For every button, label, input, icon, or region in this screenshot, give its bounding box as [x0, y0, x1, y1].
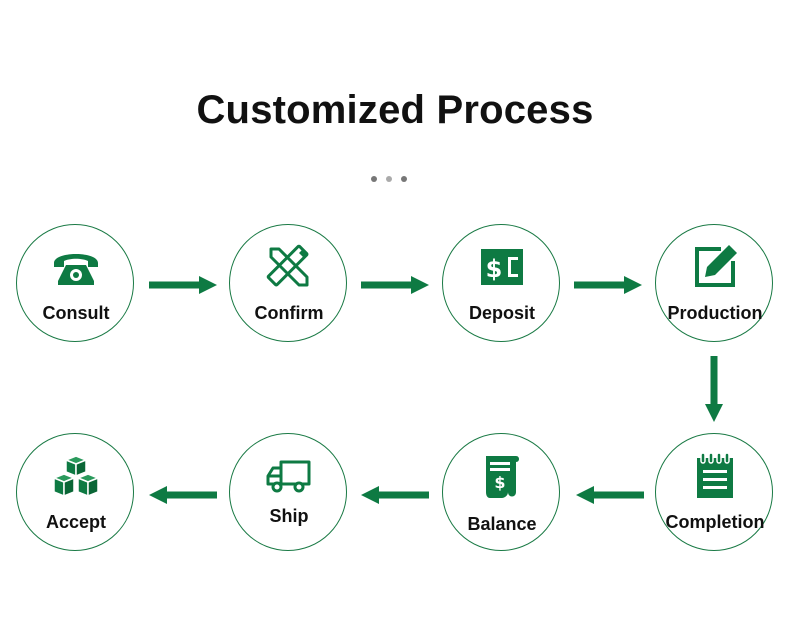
svg-text:$: $ [486, 255, 503, 283]
receipt-icon: $ [486, 456, 519, 498]
step-ship: Ship [229, 433, 347, 551]
step-label: Balance [467, 514, 537, 534]
step-confirm: Confirm [229, 224, 347, 342]
dot-3 [401, 176, 407, 182]
step-label: Ship [269, 506, 309, 526]
pencil-ruler-icon [266, 244, 309, 287]
boxes-icon [53, 455, 99, 497]
arrow-left-3 [149, 486, 217, 509]
notepad-icon [697, 452, 733, 498]
dot-2 [386, 176, 392, 182]
step-production: Production [655, 224, 773, 342]
step-label: Confirm [254, 303, 324, 323]
step-accept: Accept [16, 433, 134, 551]
arrow-left-2 [361, 486, 429, 509]
dot-1 [371, 176, 377, 182]
step-deposit: $ Deposit [442, 224, 560, 342]
step-label: Completion [665, 512, 765, 532]
step-label: Accept [45, 512, 107, 532]
dollar-card-icon: $ [481, 249, 523, 285]
page-title: Customized Process [196, 88, 594, 132]
edit-icon [695, 245, 737, 287]
step-completion: Completion [655, 433, 773, 551]
arrow-left-1 [576, 486, 644, 509]
svg-text:$: $ [494, 473, 505, 492]
step-balance: $ Balance [442, 433, 560, 551]
step-label: Consult [42, 303, 110, 323]
telephone-icon [54, 254, 98, 285]
truck-icon [266, 460, 311, 493]
arrow-right-1 [149, 276, 217, 299]
arrow-down [705, 356, 723, 427]
carousel-dots [371, 176, 411, 184]
arrow-right-3 [574, 276, 642, 299]
step-consult: Consult [16, 224, 134, 342]
arrow-right-2 [361, 276, 429, 299]
step-label: Production [667, 303, 763, 323]
step-label: Deposit [468, 303, 535, 323]
